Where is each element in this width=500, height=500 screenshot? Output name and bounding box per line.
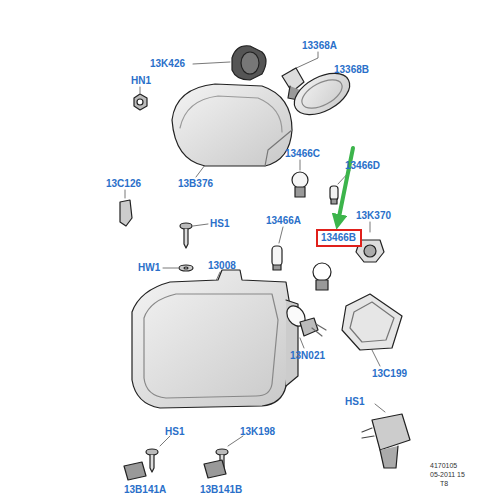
callout-number: HS1: [210, 218, 229, 230]
wedge-bulb: [330, 186, 338, 204]
callout-number: 13368A: [302, 40, 337, 52]
capless-bulb: [272, 246, 282, 270]
leveling-motor: [362, 414, 410, 468]
callout-number: 13C199: [372, 368, 407, 380]
indicator-bulb: [292, 172, 308, 197]
drawing-reference: 4170105: [430, 462, 457, 470]
callout-number: HN1: [131, 75, 151, 87]
callout-number: 13466A: [266, 215, 301, 227]
callout-number: 13N021: [290, 350, 325, 362]
callout-number: HS1: [345, 396, 364, 408]
callout-number: 13K198: [240, 426, 275, 438]
screw: [180, 223, 192, 248]
drawing-reference: T8: [440, 480, 448, 488]
clip: [120, 200, 132, 226]
callout-number: 13K426: [150, 58, 185, 70]
callout-number: HW1: [138, 262, 160, 274]
callout-number: 13466C: [285, 148, 320, 160]
bulb-socket: [232, 46, 266, 80]
callout-number: 13368B: [334, 64, 369, 76]
indicator-lamp: [172, 84, 292, 166]
screw: [146, 449, 158, 472]
pointer-arrow: [338, 148, 353, 222]
callout-number: 13B141B: [200, 484, 242, 496]
callout-number: 13K370: [356, 210, 391, 222]
washer: [179, 265, 193, 271]
rubber-cap: [342, 294, 402, 350]
callout-number: HS1: [165, 426, 184, 438]
callout-number: 13466D: [345, 160, 380, 172]
headlamp-bulb: [283, 302, 326, 336]
callout-number: 13008: [208, 260, 236, 272]
nut: [134, 94, 147, 110]
bracket: [204, 460, 226, 478]
headlamp-unit: [132, 270, 298, 408]
callout-number: 13B141A: [124, 484, 166, 496]
callout-number: 13C126: [106, 178, 141, 190]
drawing-reference: 05-2011 15: [430, 471, 465, 479]
indicator-bulb: [313, 263, 331, 290]
highlight-box: 13466B: [316, 229, 362, 247]
leader-lines: [125, 52, 385, 446]
callout-number: 13466B: [318, 231, 360, 245]
bracket: [124, 462, 146, 480]
callout-number: 13B376: [178, 178, 213, 190]
